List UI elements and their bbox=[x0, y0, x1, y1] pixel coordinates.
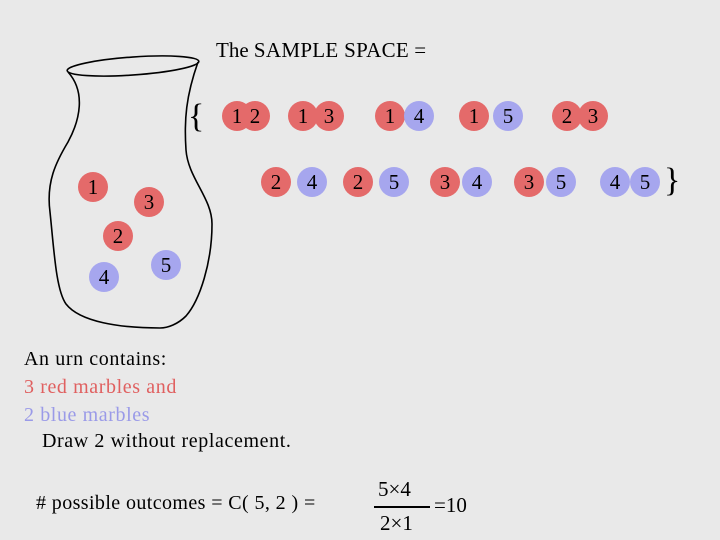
pair-4-5-first: 4 bbox=[600, 167, 630, 197]
fraction-numerator: 5×4 bbox=[378, 477, 411, 502]
pair-3-4-first: 3 bbox=[430, 167, 460, 197]
caption-line-3: 2 blue marbles bbox=[24, 401, 150, 429]
pair-4-5-second: 5 bbox=[630, 167, 660, 197]
pair-2-5-second: 5 bbox=[379, 167, 409, 197]
pair-1-5-second: 5 bbox=[493, 101, 523, 131]
urn-marble-3: 3 bbox=[134, 187, 164, 217]
urn-marble-2: 2 bbox=[103, 221, 133, 251]
sample-space-open-brace: { bbox=[188, 100, 204, 134]
formula-result: =10 bbox=[434, 493, 467, 518]
pair-1-4-second: 4 bbox=[404, 101, 434, 131]
pair-1-4-first: 1 bbox=[375, 101, 405, 131]
pair-2-5-first: 2 bbox=[343, 167, 373, 197]
fraction-denominator: 2×1 bbox=[380, 511, 413, 536]
pair-3-4-second: 4 bbox=[462, 167, 492, 197]
pair-2-4-first: 2 bbox=[261, 167, 291, 197]
urn-marble-4: 4 bbox=[89, 262, 119, 292]
pair-3-5-second: 5 bbox=[546, 167, 576, 197]
pair-2-4-second: 4 bbox=[297, 167, 327, 197]
urn-marble-5: 5 bbox=[151, 250, 181, 280]
pair-1-3-second: 3 bbox=[314, 101, 344, 131]
caption-line-4: Draw 2 without replacement. bbox=[42, 427, 291, 455]
caption-line-2: 3 red marbles and bbox=[24, 373, 177, 401]
pair-2-3-second: 3 bbox=[578, 101, 608, 131]
pair-1-2-second: 2 bbox=[240, 101, 270, 131]
caption-line-1: An urn contains: bbox=[24, 345, 167, 373]
pair-3-5-first: 3 bbox=[514, 167, 544, 197]
outcomes-formula: # possible outcomes = C( 5, 2 ) = bbox=[36, 492, 316, 515]
pair-1-5-first: 1 bbox=[459, 101, 489, 131]
fraction-bar bbox=[374, 506, 430, 508]
sample-space-close-brace: } bbox=[664, 164, 680, 198]
urn-marble-1: 1 bbox=[78, 172, 108, 202]
urn-rim bbox=[67, 52, 200, 79]
